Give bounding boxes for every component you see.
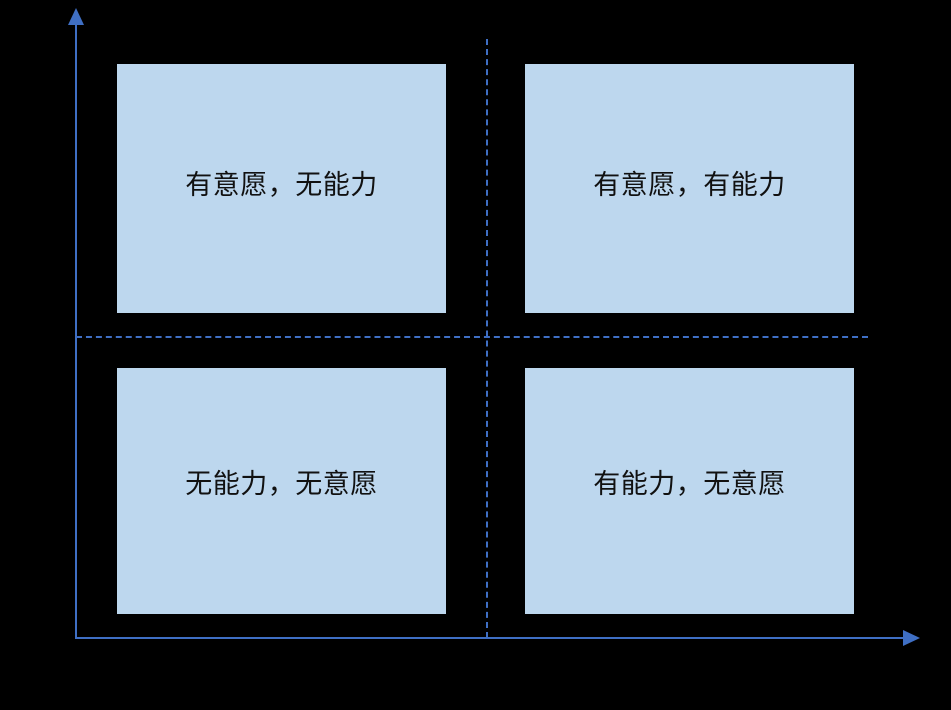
quadrant-bottom-left-label: 无能力，无意愿 [185, 468, 378, 500]
quadrant-bottom-right[interactable]: 有能力，无意愿 [525, 368, 854, 614]
quadrant-top-right[interactable]: 有意愿，有能力 [525, 64, 854, 313]
quadrant-top-right-label: 有意愿，有能力 [593, 170, 786, 202]
arrow-up-icon [68, 8, 84, 25]
quadrant-top-left[interactable]: 有意愿，无能力 [117, 64, 446, 313]
quadrant-bottom-right-label: 有能力，无意愿 [593, 468, 786, 500]
arrow-right-icon [903, 630, 920, 646]
vertical-divider-dashed [486, 39, 488, 638]
horizontal-axis-line [75, 637, 909, 639]
vertical-axis-line [75, 22, 77, 639]
quadrant-bottom-left[interactable]: 无能力，无意愿 [117, 368, 446, 614]
quadrant-top-left-label: 有意愿，无能力 [185, 170, 378, 202]
horizontal-divider-dashed [76, 336, 868, 338]
